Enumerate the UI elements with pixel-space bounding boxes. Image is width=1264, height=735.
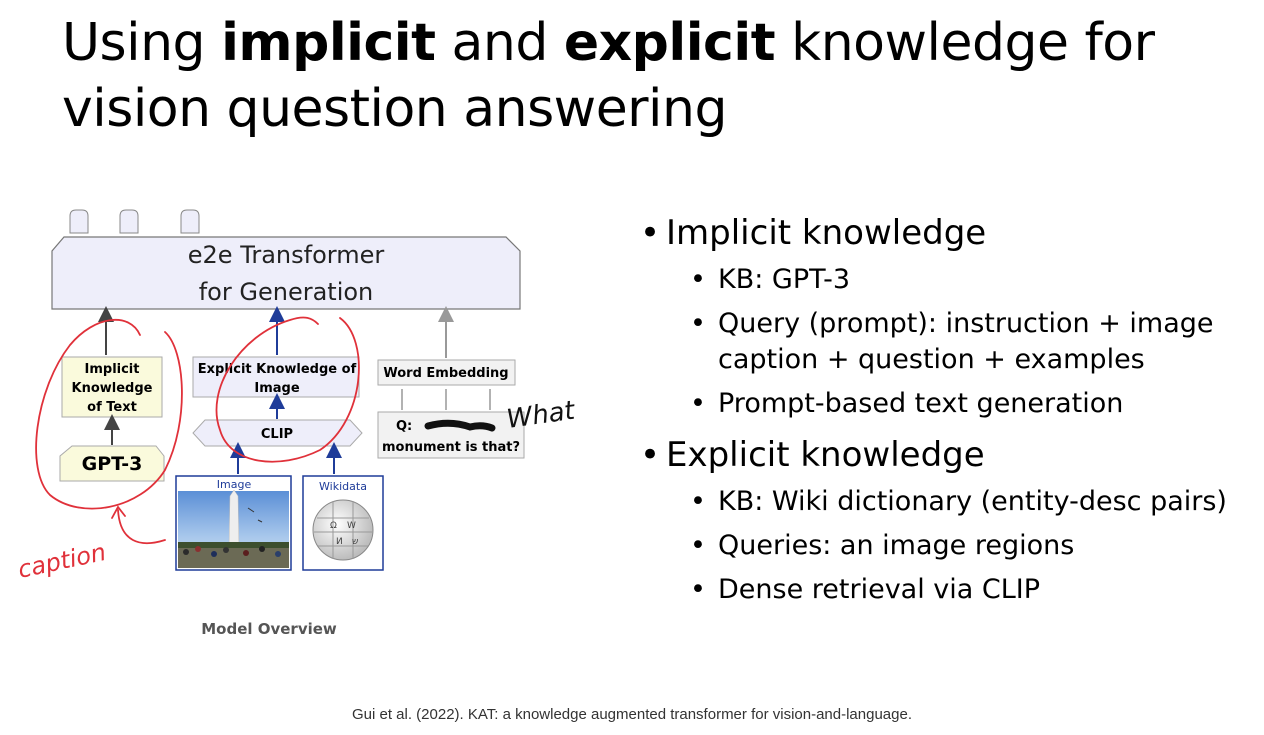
question-scribble [424, 419, 496, 432]
implicit-label-line1: Implicit [85, 362, 140, 377]
word-embedding-box [377, 359, 516, 386]
wikidata-label: Wikidata [319, 480, 367, 493]
implicit-bullet-generation: Prompt-based text generation [640, 386, 1260, 422]
implicit-label-line2: Knowledge [72, 381, 153, 396]
explicit-label-line2: Image [254, 381, 299, 396]
gpt3-box [59, 445, 165, 482]
transformer-label-line1: e2e Transformer [188, 241, 385, 269]
question-box [377, 411, 525, 459]
citation: Gui et al. (2022). KAT: a knowledge augm… [351, 706, 913, 723]
output-token [180, 209, 200, 234]
wikipedia-globe-icon: Ω W И ש [312, 499, 374, 561]
clip-box [192, 419, 363, 447]
transformer-label-line2: for Generation [199, 278, 374, 306]
explicit-knowledge-box [192, 356, 360, 398]
image-label: Image [217, 478, 252, 491]
explicit-knowledge-heading: Explicit knowledge [640, 434, 1260, 476]
explicit-bullet-kb: KB: Wiki dictionary (entity-desc pairs) [640, 484, 1260, 520]
implicit-circle [35, 319, 183, 510]
implicit-bullet-kb: KB: GPT-3 [640, 262, 1260, 298]
explicit-bullet-retrieval: Dense retrieval via CLIP [640, 572, 1260, 608]
handwritten-what: What [505, 396, 578, 435]
transformer-box [51, 236, 521, 310]
handwritten-caption: caption [15, 538, 108, 584]
output-token [119, 209, 139, 234]
handwritten-annotations [35, 316, 360, 545]
bullet-list: Implicit knowledge KB: GPT-3 Query (prom… [640, 212, 1260, 608]
model-overview-caption: Model Overview [201, 620, 337, 638]
svg-text:W: W [347, 521, 356, 531]
explicit-label-line1: Explicit Knowledge of [198, 362, 357, 377]
slide-title: Using implicit and explicit knowledge fo… [62, 13, 1155, 139]
implicit-knowledge-box [61, 356, 163, 418]
monument-photo [178, 489, 289, 568]
clip-label: CLIP [261, 427, 293, 442]
question-line2: monument is that? [382, 440, 520, 455]
caption-arrow [117, 509, 166, 545]
explicit-bullet-queries: Queries: an image regions [640, 528, 1260, 564]
svg-text:Ω: Ω [330, 521, 337, 531]
svg-text:И: И [336, 537, 343, 547]
svg-text:ש: ש [352, 537, 358, 547]
question-prefix: Q: [396, 419, 412, 434]
implicit-bullet-query: Query (prompt): instruction + image capt… [640, 306, 1260, 378]
kat-model-diagram: e2e Transformer for Generation Implicit … [15, 209, 578, 638]
implicit-label-line3: of Text [87, 400, 137, 415]
gpt3-label: GPT-3 [82, 453, 143, 475]
output-token [69, 209, 89, 234]
explicit-circle [215, 316, 360, 463]
word-embedding-label: Word Embedding [383, 366, 508, 381]
implicit-knowledge-heading: Implicit knowledge [640, 212, 1260, 254]
